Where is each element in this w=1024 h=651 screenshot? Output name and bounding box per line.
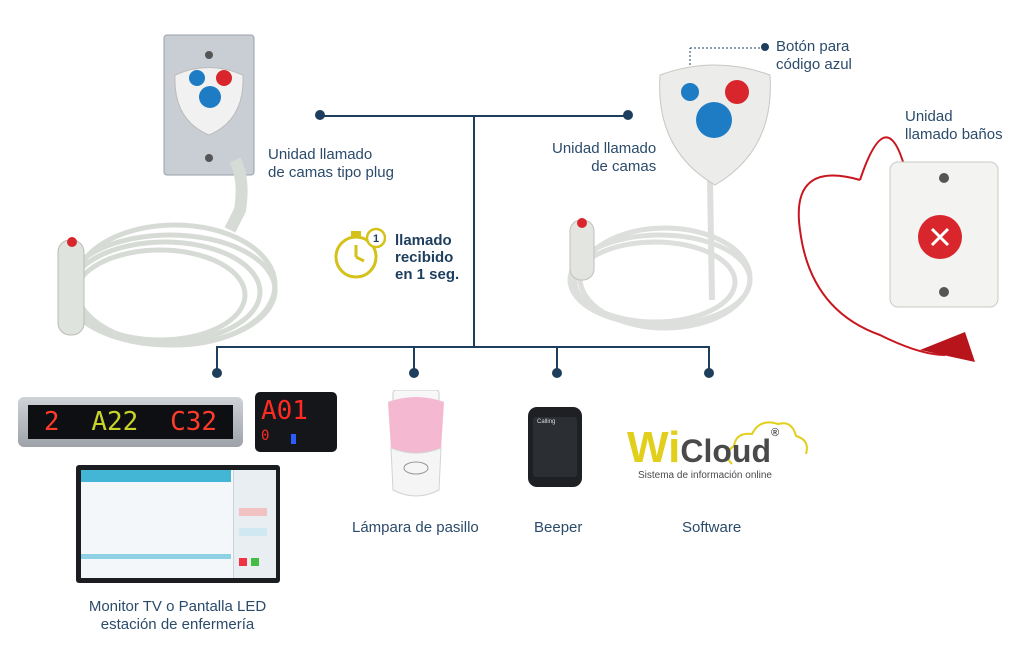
bed-unit-image [567, 47, 771, 331]
wicloud-tagline: Sistema de información online [638, 470, 772, 481]
plug-unit-image [57, 34, 278, 348]
plug-unit-label: Unidad llamado de camas tipo plug [268, 146, 394, 182]
bath-unit-label-line2: llamado baños [905, 126, 1003, 143]
led-segment-2: A22 [91, 407, 139, 437]
led-display-small: A01 0 [255, 392, 337, 452]
connector-dot-right [623, 110, 633, 120]
connector-dot-monitor [212, 368, 222, 378]
timer-badge: 1 [372, 233, 380, 245]
bottom-connector-line [216, 346, 710, 348]
connector-dot-software [704, 368, 714, 378]
stopwatch-icon [334, 227, 386, 279]
bath-unit-image [797, 136, 999, 362]
led-small-text: A01 [261, 396, 308, 426]
bed-unit-label: Unidad llamado de camas [552, 140, 656, 176]
lamp-label: Lámpara de pasillo [352, 519, 479, 536]
connector-dot-beeper [552, 368, 562, 378]
beeper-label: Beeper [534, 519, 583, 536]
branch-monitor [216, 346, 218, 372]
connector-dot-left [315, 110, 325, 120]
center-connector-line [473, 115, 475, 347]
branch-software [708, 346, 710, 372]
monitor-label-line1: Monitor TV o Pantalla LED [88, 598, 267, 615]
led-display-wide: 2 A22 C32 [18, 397, 243, 447]
monitor-label-line2: estación de enfermería [100, 616, 255, 633]
timer-text-line1: llamado [395, 232, 452, 249]
beeper-brand: Calling [537, 419, 556, 425]
wicloud-reg: ® [771, 427, 780, 439]
plug-unit-label-line1: Unidad llamado [268, 146, 373, 163]
bed-unit-label-line2: de camas [591, 158, 657, 175]
blue-code-label: Botón para código azul [776, 38, 852, 74]
led-small-subtext: 0 [261, 428, 270, 444]
software-label: Software [682, 519, 742, 536]
top-connector-line [320, 115, 630, 117]
bath-unit-label-line1: Unidad [905, 108, 953, 125]
nurse-station-monitor [76, 465, 280, 583]
timer-text-line2: recibido [395, 249, 454, 266]
plug-unit-label-line2: de camas tipo plug [268, 164, 394, 181]
wicloud-logo: WiCloud® [627, 426, 779, 480]
led-segment-3: C32 [170, 407, 218, 437]
corridor-lamp-image [388, 390, 444, 497]
branch-beeper [556, 346, 558, 372]
bed-unit-label-line1: Unidad llamado [552, 140, 657, 157]
monitor-label: Monitor TV o Pantalla LED estación de en… [60, 598, 295, 634]
connector-dot-lamp [409, 368, 419, 378]
wicloud-wi: Wi [627, 423, 681, 472]
bath-unit-label: Unidad llamado baños [905, 108, 1003, 144]
wicloud-cloud: Cloud [680, 433, 772, 469]
blue-code-label-line2: código azul [776, 56, 852, 73]
blue-code-pointer-dot [761, 43, 769, 51]
led-segment-1: 2 [43, 407, 60, 437]
cloud-icon [726, 421, 808, 465]
timer-text: llamado recibido en 1 seg. [395, 232, 459, 283]
blue-code-label-line1: Botón para [776, 38, 850, 55]
timer-text-line3: en 1 seg. [395, 266, 460, 283]
branch-lamp [413, 346, 415, 372]
beeper-device: Calling [528, 407, 582, 487]
